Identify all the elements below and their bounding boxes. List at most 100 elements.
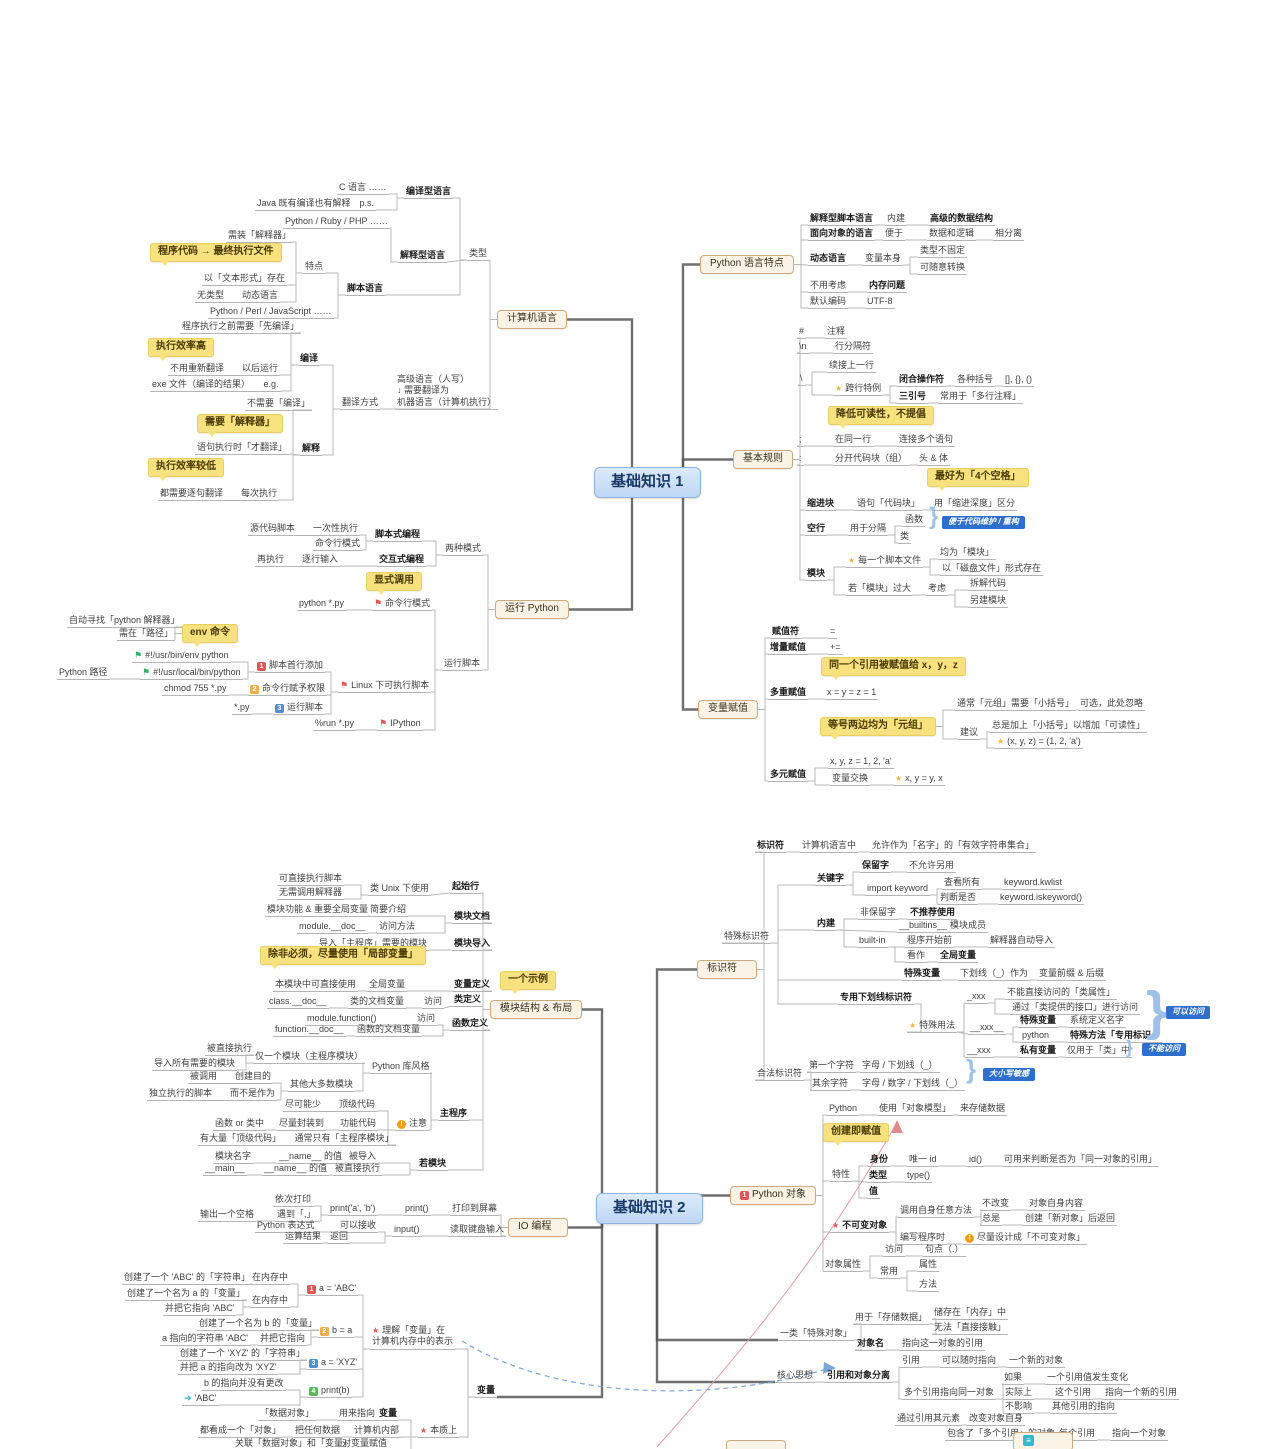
node-g16[interactable]: 类定义 [452, 994, 484, 1008]
node-m21[interactable]: 看作 [905, 950, 928, 964]
node-p14[interactable]: 调用自身任意方法 [898, 1205, 975, 1219]
node-e16[interactable]: 降低可读性，不提倡 [828, 406, 934, 428]
node-g19[interactable]: class.__doc__ [267, 996, 329, 1010]
node-d4[interactable]: 面向对象的语言 [808, 228, 876, 242]
node-b7[interactable]: 运行脚本 [442, 658, 483, 672]
node-e6[interactable]: 续接上一行 [827, 360, 877, 374]
node-k5[interactable]: 创建了一个名为 a 的「变量」 [125, 1288, 248, 1302]
node-q10[interactable]: 可以随时指向 [940, 1355, 999, 1369]
node-g43[interactable]: 被直接执行 [333, 1163, 383, 1177]
node-e12[interactable]: 常用于「多行注释」 [938, 391, 1024, 405]
node-k9[interactable]: 并把它指向 [258, 1333, 308, 1347]
node-g39[interactable]: 若模块 [417, 1158, 449, 1172]
node-f1[interactable]: 赋值符 [770, 626, 802, 640]
node-h4[interactable]: 依次打印 [273, 1194, 314, 1208]
node-m24[interactable]: 下划线（_）作为 [958, 968, 1031, 982]
node-d9[interactable]: 变量本身 [863, 253, 904, 267]
node-x2[interactable] [726, 1440, 786, 1449]
node-q16[interactable]: 这个引用 [1053, 1387, 1094, 1401]
node-b14[interactable]: env 命令 [182, 624, 239, 646]
node-e33[interactable]: 以「磁盘文件」形式存在 [940, 563, 1044, 577]
node-n8[interactable]: 标识符 [697, 960, 757, 979]
node-f3[interactable]: 增量赋值 [768, 642, 809, 656]
node-p12[interactable]: 值 [867, 1186, 881, 1200]
node-n2[interactable]: 运行 Python [495, 600, 569, 619]
node-a25[interactable]: 都需要逐句翻译 每次执行 [158, 488, 280, 502]
node-m33[interactable]: 系统定义名字 [1068, 1015, 1127, 1029]
node-f9[interactable]: x, y, z = 1, 2, 'a' [828, 756, 894, 770]
node-p7[interactable]: 唯一 id [907, 1154, 939, 1168]
node-q21[interactable]: 改变对象自身 [967, 1413, 1026, 1427]
node-g18[interactable]: 类的文档变量 [348, 996, 407, 1010]
node-g34[interactable]: 尽可能少 顶级代码 [283, 1099, 378, 1113]
node-m28[interactable]: _xxx [965, 991, 988, 1005]
node-e11[interactable]: 三引号 [897, 391, 929, 405]
node-p15[interactable]: 不改变 [980, 1198, 1012, 1212]
node-m36[interactable]: __xxx [965, 1045, 993, 1059]
node-q20[interactable]: 通过引用其元素 [895, 1413, 963, 1427]
node-e31[interactable]: ★每一个脚本文件 [846, 555, 924, 569]
node-d12[interactable]: 不用考虑 [808, 280, 849, 294]
node-q2[interactable]: 核心思想 [775, 1370, 816, 1384]
node-p26[interactable]: 方法 [917, 1279, 940, 1293]
node-n4[interactable]: 基本规则 [733, 450, 793, 469]
node-e4[interactable]: 行分隔符 [833, 341, 874, 355]
node-k2[interactable]: 在内存中 [250, 1272, 291, 1286]
node-p5[interactable]: 特性 [830, 1169, 853, 1183]
node-g25[interactable]: 主程序 [438, 1108, 470, 1122]
node-e23[interactable]: 最好为「4个空格」 [927, 468, 1029, 490]
node-p20[interactable]: !尽量设计成「不可变对象」 [963, 1232, 1088, 1246]
node-m13[interactable]: 内建 [815, 918, 838, 932]
node-k3[interactable]: 创建了一个 'ABC' 的「字符串」 [122, 1272, 252, 1286]
node-g45[interactable]: __main__ [203, 1163, 247, 1177]
node-e3[interactable]: \n [797, 341, 809, 355]
node-p9[interactable]: 可用来判断是否为「同一对象的引用」 [1002, 1154, 1160, 1168]
node-m38[interactable]: 仅用于「类」中 [1065, 1045, 1133, 1059]
node-e34[interactable]: 若「模块」过大 [846, 583, 914, 597]
node-d7[interactable]: 相分离 [993, 228, 1025, 242]
node-p4[interactable]: 创建即赋值 [823, 1123, 889, 1145]
node-m18[interactable]: built-in [857, 935, 888, 949]
node-n6[interactable]: 模块结构 & 布局 [490, 1000, 583, 1019]
node-q18[interactable]: 不影响 [1003, 1401, 1035, 1415]
node-g0[interactable]: 一个示例 [500, 971, 556, 993]
node-n3[interactable]: Python 语言特点 [700, 255, 794, 274]
node-e15[interactable]: 连接多个语句 [897, 434, 956, 448]
node-d5[interactable]: 便于 [883, 228, 906, 242]
node-q12[interactable]: 多个引用指向同一对象 [902, 1387, 997, 1401]
node-a26[interactable]: 高级语言（人写） ↓ 需要翻译为 机器语言（计算机执行） [395, 374, 499, 410]
node-h7[interactable]: 读取键盘输入 [448, 1224, 507, 1238]
node-n1[interactable]: 计算机语言 [497, 310, 567, 329]
node-p22[interactable]: 访问 [883, 1244, 906, 1258]
node-d3[interactable]: 高级的数据结构 [928, 213, 996, 227]
node-a8[interactable]: 特点 [303, 261, 326, 275]
node-g30[interactable]: 其他大多数模块 [288, 1079, 356, 1093]
node-d2[interactable]: 内建 [885, 213, 908, 227]
node-q15[interactable]: 实际上 [1003, 1387, 1035, 1401]
node-a3[interactable]: C 语言 …… [337, 182, 389, 196]
node-g32[interactable]: 独立执行的脚本 而不是作为 [147, 1088, 278, 1102]
node-p1[interactable]: Python [827, 1103, 860, 1117]
node-g38[interactable]: 有大量「顶级代码」 通常只有「主程序模块」 [198, 1133, 396, 1147]
node-g4[interactable]: 无需调用解释器 [277, 887, 345, 901]
node-p18[interactable]: 创建「新对象」后返回 [1023, 1213, 1118, 1227]
node-p17[interactable]: 总是 [980, 1213, 1003, 1227]
node-k0[interactable]: ★理解「变量」在 计算机内存中的表示 [370, 1325, 456, 1350]
node-b8[interactable]: ⚑命令行模式 [372, 598, 433, 612]
node-e26[interactable]: 函数 [903, 514, 926, 528]
node-b5[interactable]: 交互式编程 [377, 554, 427, 568]
node-h6[interactable]: 输出一个空格 [198, 1209, 257, 1223]
node-h8[interactable]: input() [392, 1224, 422, 1238]
node-c1[interactable]: 基础知识 1 [594, 467, 701, 498]
node-a20[interactable]: 解释 [300, 443, 323, 457]
node-f11[interactable]: 通常「元组」需要「小括号」 [955, 698, 1077, 712]
node-f13[interactable]: 建议 [958, 727, 981, 741]
node-h5[interactable]: 遇到「,」 [275, 1209, 318, 1223]
node-k13[interactable]: 并把 a 的指向改为 'XYZ' [178, 1362, 279, 1376]
node-g28[interactable]: 被直接执行 [205, 1043, 255, 1057]
node-m16[interactable]: __builtins__ [897, 920, 950, 934]
node-m46[interactable]: 其余字符 [810, 1078, 851, 1092]
node-k25[interactable]: 关联「数据对象」和「变量」 [233, 1438, 354, 1449]
